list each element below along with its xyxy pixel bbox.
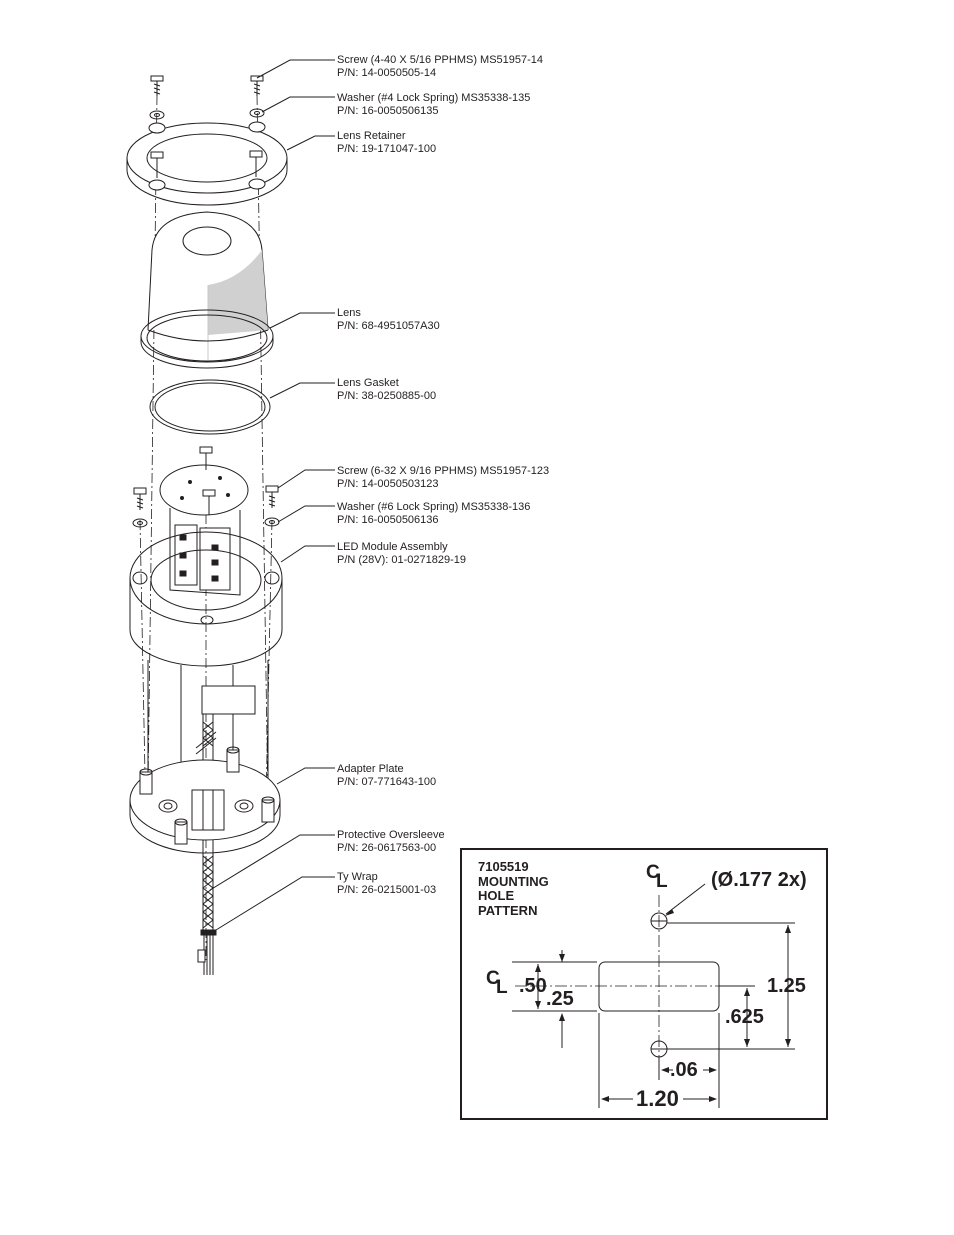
callout-line1: Lens [337,307,361,319]
dim-006: .06 [670,1059,698,1081]
callout-line2: P/N: 16-0050506136 [337,513,439,526]
assembly-centerlines [139,94,273,960]
callout-line2: P/N: 14-0050503123 [337,477,439,490]
callout-line1: Adapter Plate [337,763,404,775]
callout-led-module: LED Module Assembly P/N (28V): 01-027182… [337,541,466,566]
dim-0625: .625 [725,1006,764,1028]
callout-washer-6: Washer (#6 Lock Spring) MS35338-136 P/N:… [337,501,530,526]
title-line: MOUNTING [478,873,549,889]
callout-line2: P/N: 07-771643-100 [337,775,437,788]
screw-6-32-icon [133,485,279,510]
callout-line2: P/N: 68-4951057A30 [337,319,440,332]
mounting-pattern-box [460,848,828,1120]
dimension-arrows [535,909,791,1102]
callout-lens-gasket: Lens Gasket P/N: 38-0250885-00 [337,377,436,402]
callout-line2: P/N: 26-0617563-00 [337,841,437,854]
dim-120: 1.20 [636,1086,679,1111]
callout-line2: P/N: 16-0050506135 [337,104,439,117]
lens-retainer-drawing [126,121,288,206]
centerline-l: L [656,871,668,892]
mounting-pattern-title: 7105519 MOUNTING HOLE PATTERN [478,859,588,918]
screw-4-40-icon [150,75,264,96]
centerline-l: L [496,977,508,998]
callout-line2: P/N: 14-0050505-14 [337,66,437,79]
centerline-c: C [646,862,660,883]
title-line: 7105519 [478,859,529,874]
dim-025: .25 [546,988,574,1010]
washer-4-icon [149,108,265,120]
adapter-plate-drawing [129,746,281,854]
dim-125: 1.25 [767,975,806,997]
callout-line1: Screw (4-40 X 5/16 PPHMS) MS51957-14 [337,54,544,66]
callout-line1: Ty Wrap [337,871,378,883]
callout-lens-retainer: Lens Retainer P/N: 19-171047-100 [337,130,436,155]
callout-lens: Lens P/N: 68-4951057A30 [337,307,440,332]
leader-lines [209,59,335,931]
callout-line1: LED Module Assembly [337,541,448,553]
callout-line2: P/N: 19-171047-100 [337,142,437,155]
title-line: PATTERN [478,902,538,918]
callout-washer-4: Washer (#4 Lock Spring) MS35338-135 P/N:… [337,92,530,117]
dim-050: .50 [519,975,547,997]
callout-line1: Washer (#6 Lock Spring) MS35338-136 [337,501,531,513]
hole-diameter-note: (Ø.177 2x) [711,869,807,891]
ty-wrap-drawing [197,929,217,975]
callout-screw-6-32: Screw (6-32 X 9/16 PPHMS) MS51957-123 P/… [337,465,549,490]
callout-screw-4-40: Screw (4-40 X 5/16 PPHMS) MS51957-14 P/N… [337,54,543,79]
callout-line1: Protective Oversleeve [337,829,445,841]
callout-line1: Screw (6-32 X 9/16 PPHMS) MS51957-123 [337,465,550,477]
lens-drawing [140,211,274,369]
centerline-c: C [486,968,500,989]
callout-line2: P/N (28V): 01-0271829-19 [337,553,467,566]
washer-6-icon [132,517,280,528]
callout-oversleeve: Protective Oversleeve P/N: 26-0617563-00 [337,829,445,854]
title-line: HOLE [478,888,515,903]
callout-adapter-plate: Adapter Plate P/N: 07-771643-100 [337,763,436,788]
callout-ty-wrap: Ty Wrap P/N: 26-0215001-03 [337,871,436,896]
callout-line2: P/N: 26-0215001-03 [337,883,437,896]
callout-line1: Lens Retainer [337,130,406,142]
callout-line1: Lens Gasket [337,377,399,389]
callout-line2: P/N: 38-0250885-00 [337,389,437,402]
harness-drawing [147,660,269,820]
led-module-drawing [159,446,249,596]
base-housing-drawing [129,531,283,667]
lens-gasket-drawing [149,379,271,435]
callout-line1: Washer (#4 Lock Spring) MS35338-135 [337,92,531,104]
